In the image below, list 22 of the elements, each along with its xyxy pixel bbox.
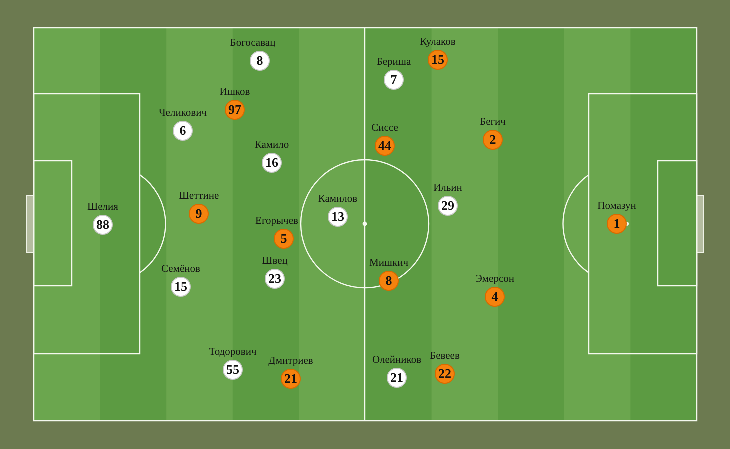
player-name: Тодорович [209, 347, 257, 359]
player-name: Бевеев [430, 351, 460, 363]
player-name: Дмитриев [268, 356, 314, 368]
player-name: Бериша [376, 57, 412, 69]
player-name: Ильин [434, 183, 462, 195]
player-name: Эмерсон [475, 274, 515, 286]
player-name: Сиссе [372, 123, 398, 135]
player-name: Челикович [158, 108, 208, 120]
player-name: Богосавац [230, 38, 276, 50]
player-name: Ишков [220, 87, 250, 99]
player-name: Бегич [480, 117, 506, 129]
player-name: Камило [254, 140, 290, 152]
player-name: Егорычев [256, 216, 298, 228]
player-name: Олейников [372, 355, 422, 367]
player-name: Мишкич [369, 258, 409, 270]
player-name: Камилов [318, 194, 358, 206]
player-name: Шелия [88, 202, 118, 214]
player-name: Шеттине [178, 191, 220, 203]
player-name: Помазун [598, 201, 636, 213]
player-name: Семёнов [162, 264, 200, 276]
player-name: Швец [262, 256, 288, 268]
player-name: Кулаков [420, 37, 456, 49]
